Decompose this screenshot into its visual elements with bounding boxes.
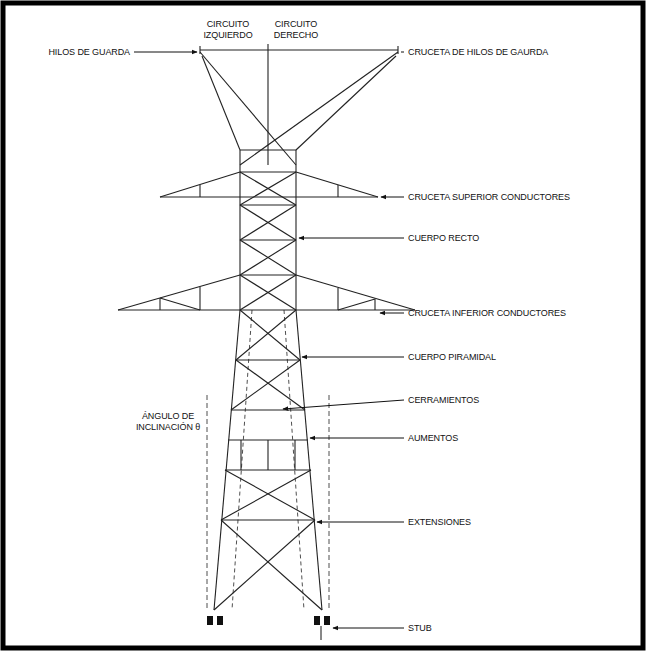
part-label: CRUCETA SUPERIOR CONDUCTORES	[408, 192, 570, 203]
tower-structure	[118, 44, 415, 610]
part-label: EXTENSIONES	[408, 517, 471, 528]
part-label: STUB	[408, 623, 432, 634]
part-label: ÁNGULO DE INCLINACIÓN θ	[130, 411, 206, 433]
part-label: CIRCUITO DERECHO	[270, 19, 322, 41]
part-label: CUERPO PIRAMIDAL	[408, 352, 496, 363]
part-label: CRUCETA DE HILOS DE GAURDA	[408, 47, 548, 58]
part-label: AUMENTOS	[408, 433, 458, 444]
leader-lines	[134, 52, 404, 628]
part-label: CERRAMIENTOS	[408, 395, 479, 406]
part-label: CRUCETA INFERIOR CONDUCTORES	[408, 308, 566, 319]
part-label: CIRCUITO IZQUIERDO	[202, 19, 254, 41]
frame-border	[3, 3, 643, 648]
stub-footings	[207, 616, 330, 640]
part-label: CUERPO RECTO	[408, 233, 479, 244]
part-label: HILOS DE GUARDA	[48, 47, 130, 58]
